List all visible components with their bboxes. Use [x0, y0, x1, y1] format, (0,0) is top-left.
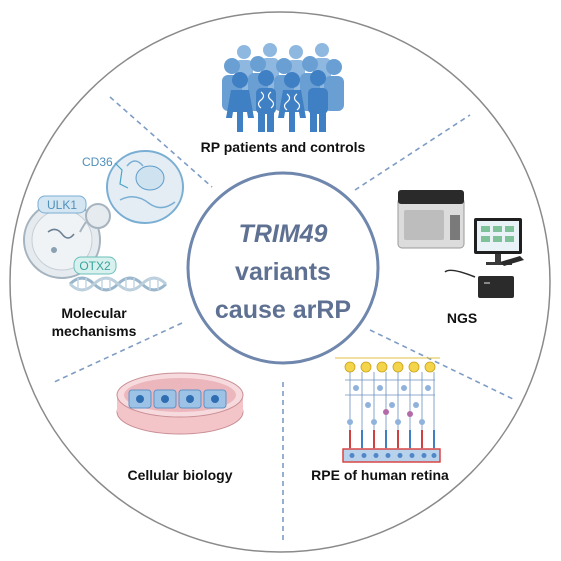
section-label-rpe: RPE of human retina — [311, 467, 449, 483]
divider-top-right — [354, 114, 471, 191]
people-crowd-icon — [222, 43, 344, 132]
rpe-layer-highlight — [342, 448, 441, 463]
outer-circle — [9, 11, 551, 553]
keyboard-icon — [500, 256, 524, 266]
computer-monitor-icon — [474, 218, 522, 265]
sequencer-icon — [397, 190, 465, 249]
divider-right — [369, 329, 516, 401]
otx2-badge — [73, 256, 117, 275]
section-label-molecular-line1: Molecular — [61, 305, 127, 321]
ulk1-badge — [37, 195, 87, 214]
divider-left — [51, 322, 183, 384]
petri-dish-icon — [116, 372, 244, 435]
hard-drive-icon — [444, 269, 514, 298]
center-circle — [186, 171, 380, 365]
section-dividers — [51, 96, 516, 540]
label-cd36: CD36 — [82, 155, 113, 169]
section-label-cellular-biology: Cellular biology — [127, 467, 232, 483]
cell-organelle-icon — [106, 150, 184, 224]
label-otx2: OTX2 — [79, 259, 111, 273]
center-line-variants: variants — [235, 258, 331, 286]
section-label-rp-patients: RP patients and controls — [201, 139, 366, 155]
section-label-ngs: NGS — [447, 310, 477, 326]
center-gene-name: TRIM49 — [239, 220, 328, 248]
label-ulk1: ULK1 — [47, 198, 77, 212]
divider-top-left — [109, 96, 213, 188]
section-label-molecular-line2: mechanisms — [52, 323, 137, 339]
cd36-pointer-line — [114, 162, 129, 189]
dna-helix-icon — [68, 276, 168, 292]
center-line-cause: cause arRP — [215, 296, 351, 324]
retina-layers-icon — [335, 357, 441, 463]
